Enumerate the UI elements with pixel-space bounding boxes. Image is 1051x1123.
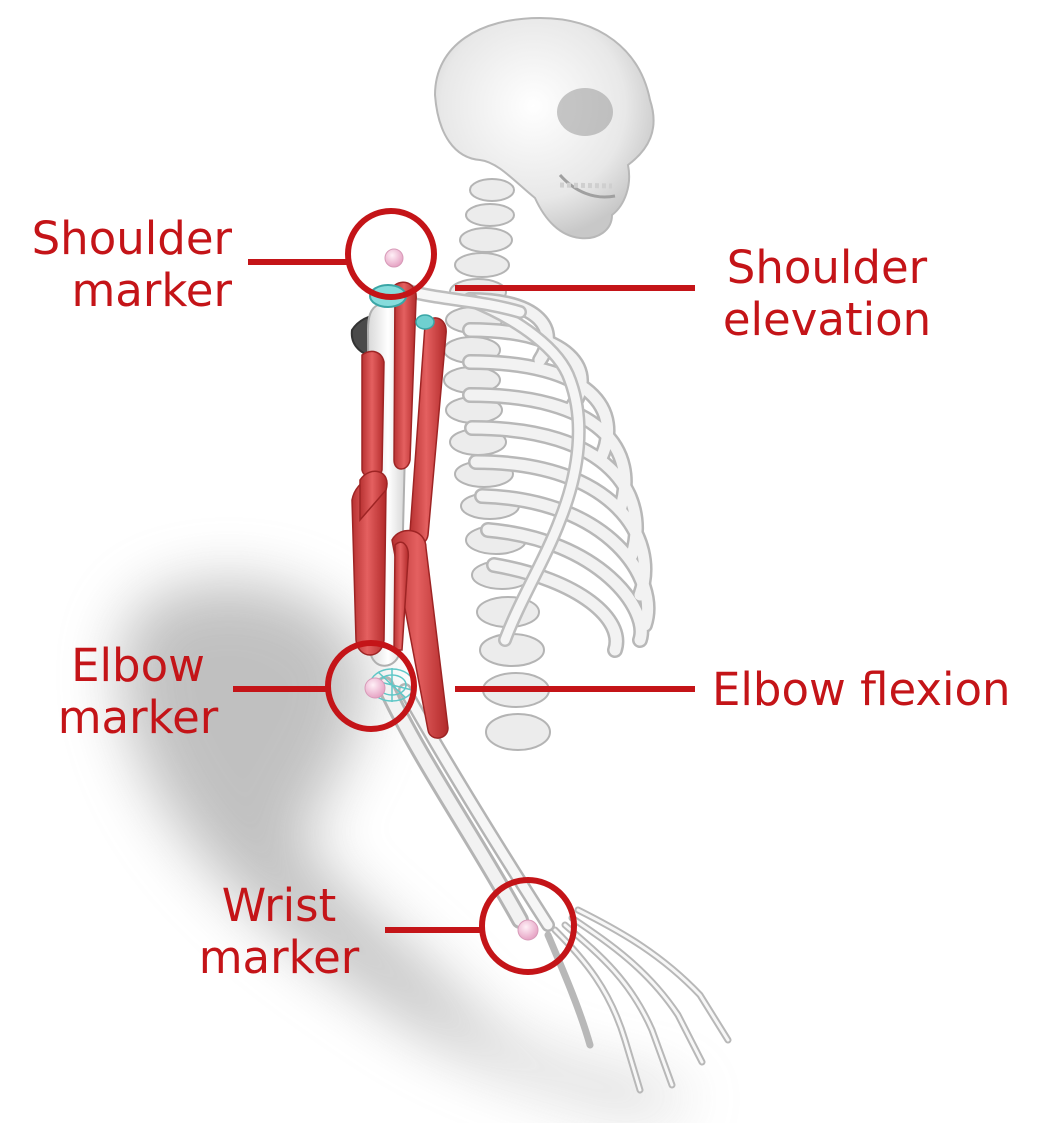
wrist-marker-label-line1: Wrist	[188, 880, 370, 932]
brachioradialis	[394, 542, 408, 650]
shoulder-elevation-label-line1: Shoulder	[712, 242, 942, 294]
wrist-marker-dot	[518, 920, 538, 940]
elbow-flexion-label-line1: Elbow flexion	[712, 664, 1011, 716]
elbow-marker-label-line2: marker	[48, 692, 228, 744]
shoulder-elevation-label: Shoulder elevation	[712, 242, 942, 346]
biceps-short-head	[410, 318, 446, 544]
elbow-marker-label-line1: Elbow	[48, 640, 228, 692]
triceps-long-head	[362, 351, 384, 477]
shoulder-marker-label: Shoulder marker	[10, 213, 232, 317]
elbow-flexion-label: Elbow flexion	[712, 664, 1011, 716]
shoulder-marker-label-line2: marker	[10, 265, 232, 317]
biceps-long-head	[394, 282, 416, 469]
wrist-marker-label: Wrist marker	[188, 880, 370, 984]
skull	[435, 18, 654, 238]
shoulder-marker-label-line1: Shoulder	[10, 213, 232, 265]
shoulder-marker-dot	[385, 249, 403, 267]
hand-bones-highlight	[555, 910, 728, 1090]
shoulder-elevation-label-line2: elevation	[712, 294, 942, 346]
elbow-marker-label: Elbow marker	[48, 640, 228, 744]
wrist-marker-label-line2: marker	[188, 932, 370, 984]
elbow-marker-dot	[365, 678, 385, 698]
